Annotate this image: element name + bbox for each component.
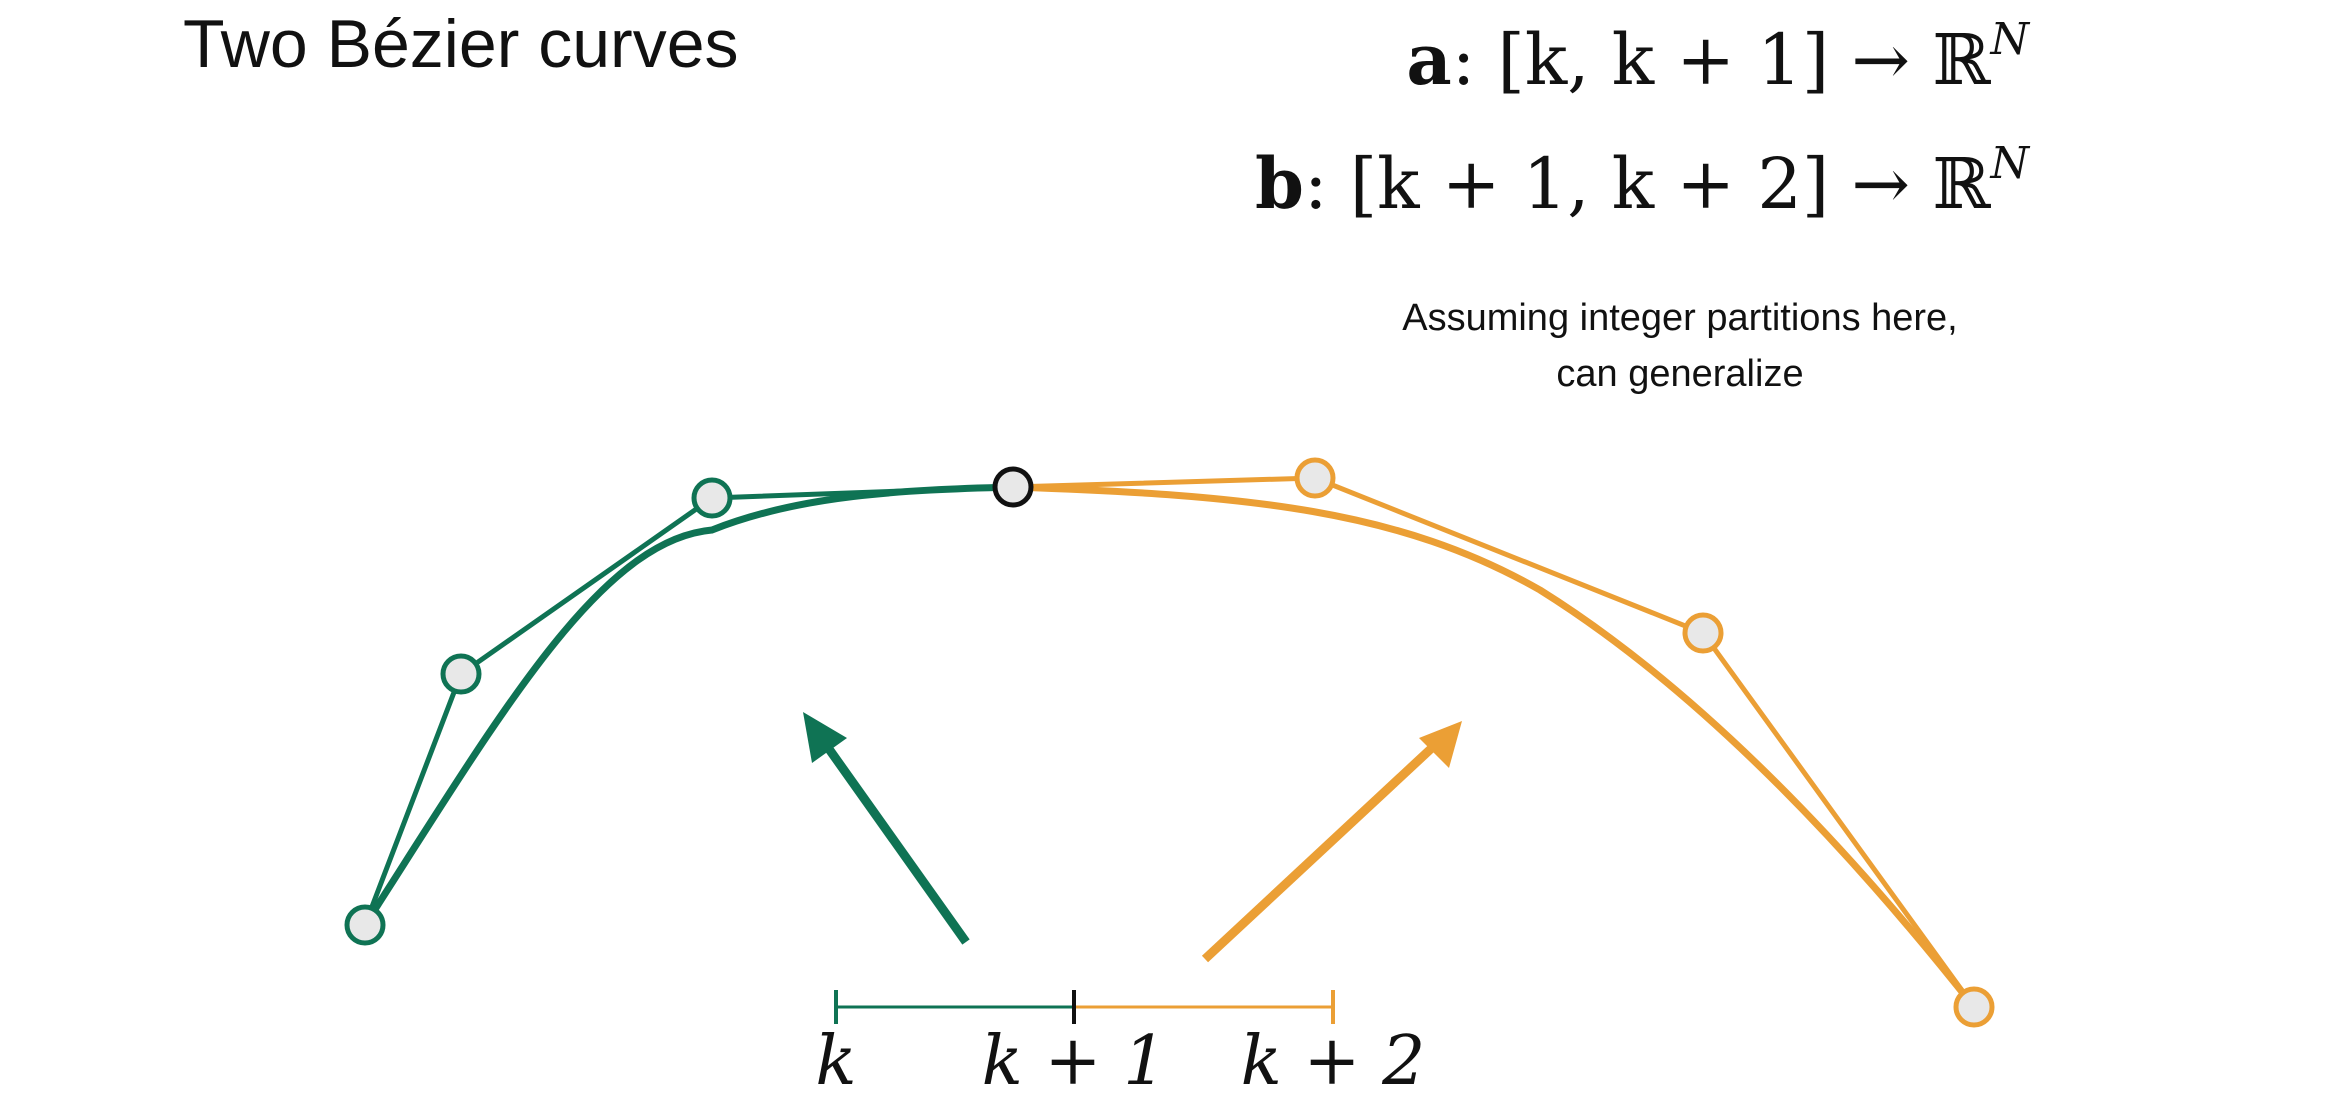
tick-label-k: k — [815, 1022, 856, 1101]
note-text: Assuming integer partitions here, can ge… — [1300, 290, 2060, 402]
arrow-a — [803, 712, 970, 945]
equation-a-name: a — [1406, 18, 1452, 101]
equation-b: b: [k + 1, k + 2] → ℝN — [1255, 142, 2029, 226]
tick-label-k-plus-1-text: k + 1 — [981, 1022, 1167, 1101]
control-point-a-2 — [691, 477, 733, 519]
timeline — [834, 990, 1335, 1024]
equation-b-exponent: N — [1990, 138, 2030, 189]
tick-label-k-plus-1: k + 1 — [982, 1022, 1167, 1101]
arrow-b — [1201, 721, 1462, 963]
slide-title: Two Bézier curves — [183, 6, 739, 82]
control-point-b-1 — [1294, 457, 1336, 499]
equation-b-domain: : [k + 1, k + 2] → ℝ — [1304, 143, 1991, 225]
tick-label-k-plus-2: k + 2 — [1241, 1022, 1426, 1101]
note-line-2: can generalize — [1556, 353, 1804, 395]
control-point-b-2 — [1682, 612, 1724, 654]
note-line-1: Assuming integer partitions here, — [1402, 297, 1958, 339]
equation-a: a: [k, k + 1] → ℝN — [1406, 18, 2029, 102]
control-point-a-0 — [344, 904, 386, 946]
control-polygon-b — [1012, 475, 1977, 1009]
control-polygon-a — [362, 484, 1014, 926]
equation-b-name: b — [1255, 142, 1304, 225]
junction-point — [992, 466, 1034, 508]
bezier-curve-b — [1012, 483, 1977, 1010]
control-point-b-3 — [1953, 986, 1995, 1028]
tick-label-k-plus-2-text: k + 2 — [1240, 1022, 1426, 1101]
equation-a-exponent: N — [1990, 14, 2030, 65]
bezier-curve-a — [362, 483, 1014, 927]
tick-label-k-text: k — [815, 1022, 857, 1101]
equation-a-domain: : [k, k + 1] → ℝ — [1451, 19, 1991, 101]
control-point-a-1 — [440, 653, 482, 695]
